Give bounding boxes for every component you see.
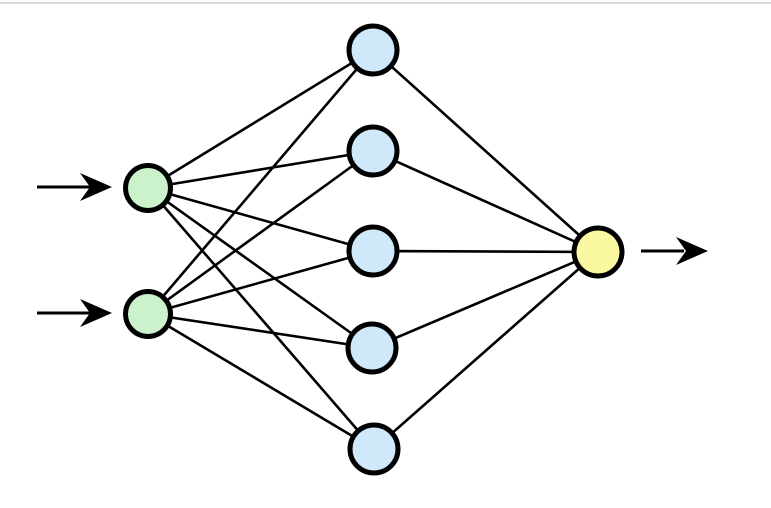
edge-input-node-1-hidden-node-4 — [147, 186, 373, 350]
input-arrow-2-head — [80, 299, 112, 327]
top-border — [0, 2, 771, 4]
edge-input-node-1-hidden-node-3 — [147, 186, 374, 253]
edge-input-node-2-hidden-node-5 — [147, 312, 375, 451]
output-node — [571, 225, 625, 279]
edge-input-node-2-hidden-node-4 — [147, 312, 373, 350]
hidden-node-3 — [346, 224, 400, 278]
hidden-node-1 — [346, 23, 400, 77]
edge-hidden-node-2-output-node — [372, 149, 599, 254]
hidden-node-4 — [345, 321, 399, 375]
edge-input-node-2-hidden-node-3 — [147, 249, 374, 316]
input-arrow-1-head — [80, 173, 112, 201]
edge-hidden-node-3-output-node — [372, 249, 599, 254]
edge-input-node-1-hidden-node-1 — [147, 48, 374, 190]
input-node-2 — [123, 289, 173, 339]
edge-input-node-2-hidden-node-2 — [147, 149, 374, 316]
input-node-1 — [123, 163, 173, 213]
edge-input-node-1-hidden-node-5 — [147, 187, 375, 450]
edge-input-node-2-hidden-node-1 — [147, 49, 374, 315]
output-arrow-head — [676, 237, 708, 265]
edge-hidden-node-1-output-node — [372, 49, 599, 253]
hidden-node-5 — [347, 422, 401, 476]
edge-hidden-node-4-output-node — [371, 250, 599, 350]
hidden-node-2 — [346, 124, 400, 178]
edge-hidden-node-5-output-node — [373, 251, 599, 450]
edge-input-node-1-hidden-node-2 — [147, 149, 374, 190]
